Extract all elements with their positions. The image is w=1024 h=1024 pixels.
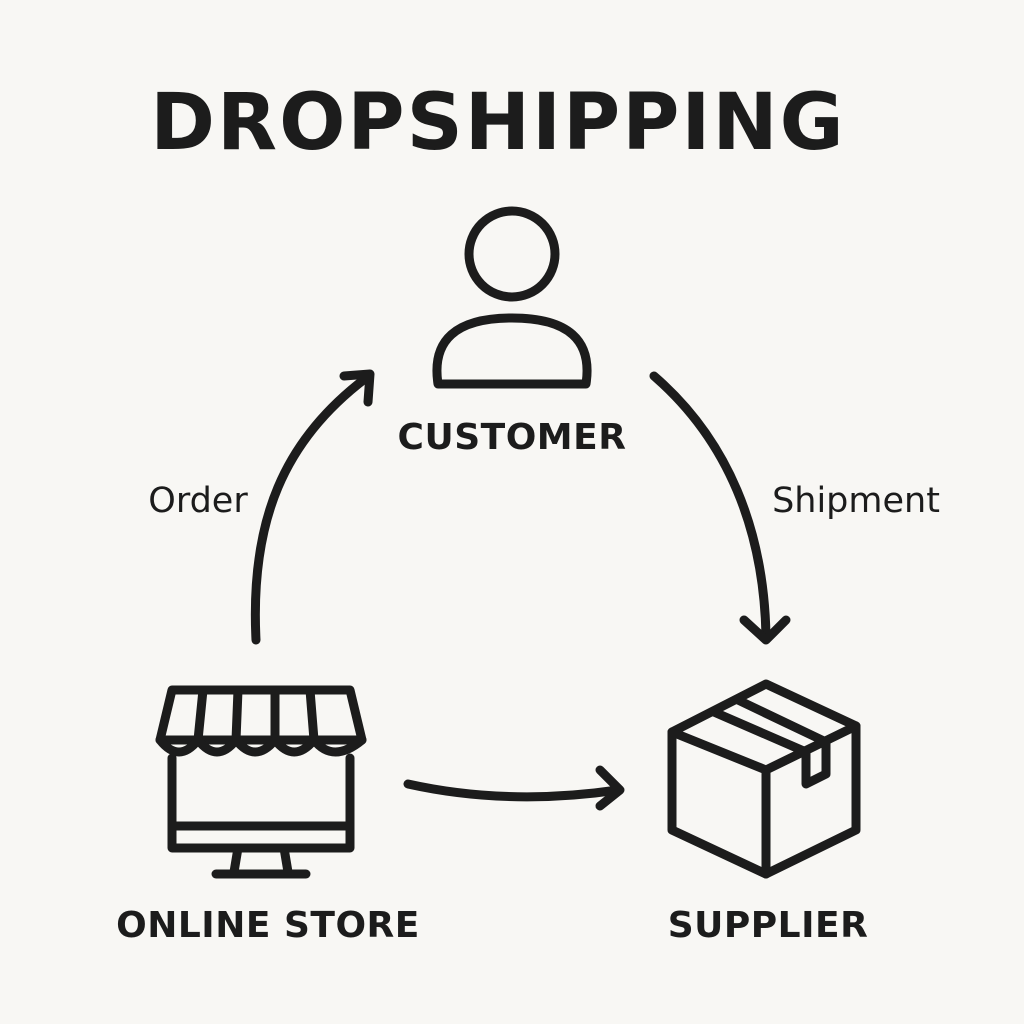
supplier-label: SUPPLIER — [667, 905, 869, 946]
store-to-supplier-arrow — [403, 765, 625, 811]
page-title: DROPSHIPPING — [150, 78, 846, 168]
person-icon — [432, 206, 592, 389]
customer-label: CUSTOMER — [397, 417, 627, 458]
box-icon — [667, 679, 861, 879]
order-label: Order — [148, 481, 248, 521]
online-store-label: ONLINE STORE — [116, 905, 420, 946]
order-arrow — [250, 369, 375, 645]
shipment-label: Shipment — [772, 481, 940, 521]
storefront-icon — [155, 685, 367, 879]
shipment-arrow — [649, 371, 791, 645]
